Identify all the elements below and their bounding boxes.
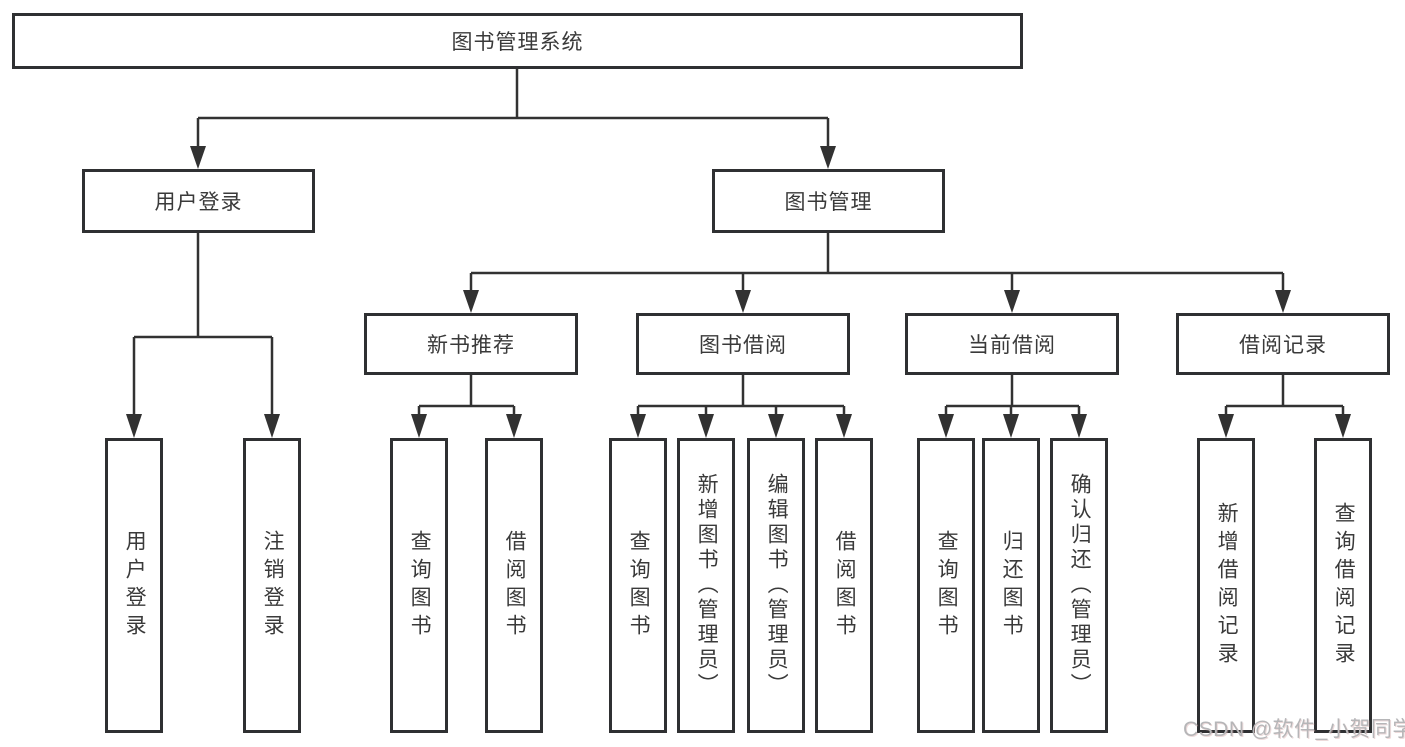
node-current-borrow: 当前借阅: [905, 313, 1119, 375]
node-book-borrow-label: 图书借阅: [699, 334, 787, 357]
node-root: 图书管理系统: [12, 13, 1023, 69]
leaf-edit-book-admin: 编辑图书（管理员）: [747, 438, 805, 733]
leaf-borrow-books-recommend-label: 借阅图书: [503, 529, 527, 642]
leaf-query-books-recommend-label: 查询图书: [408, 529, 432, 642]
leaf-add-book-admin-label: 新增图书（管理员）: [695, 473, 719, 698]
node-user-login: 用户登录: [82, 169, 315, 233]
leaf-query-borrow-record-label: 查询借阅记录: [1332, 501, 1356, 670]
leaf-query-borrow-record: 查询借阅记录: [1314, 438, 1372, 733]
node-book-management-label: 图书管理: [784, 191, 873, 214]
leaf-add-book-admin: 新增图书（管理员）: [677, 438, 735, 733]
leaf-borrow-books: 借阅图书: [815, 438, 873, 733]
connector-book-borrow-group: [636, 375, 846, 419]
connector-root-to-level2: [196, 69, 830, 150]
arrowheads: [126, 146, 1351, 438]
node-book-borrow: 图书借阅: [636, 313, 850, 375]
node-book-management: 图书管理: [712, 169, 945, 233]
leaf-return-book: 归还图书: [982, 438, 1040, 733]
watermark-text: CSDN @软件_小贺同学: [1183, 718, 1405, 741]
leaf-user-login: 用户登录: [105, 438, 163, 733]
connector-borrow-record-group: [1224, 375, 1345, 419]
connector-current-borrow-group: [944, 375, 1081, 419]
node-root-label: 图书管理系统: [451, 31, 584, 54]
leaf-edit-book-admin-label: 编辑图书（管理员）: [765, 473, 789, 698]
node-borrow-records: 借阅记录: [1176, 313, 1390, 375]
leaf-logout: 注销登录: [243, 438, 301, 733]
leaf-add-borrow-record-label: 新增借阅记录: [1215, 501, 1239, 670]
leaf-confirm-return-admin: 确认归还（管理员）: [1050, 438, 1108, 733]
connector-book-mgmt-to-level3: [469, 233, 1285, 294]
connector-new-book-group: [417, 375, 516, 419]
leaf-return-book-label: 归还图书: [1000, 529, 1024, 642]
leaf-borrow-books-recommend: 借阅图书: [485, 438, 543, 733]
leaf-user-login-label: 用户登录: [123, 529, 147, 642]
node-borrow-records-label: 借阅记录: [1239, 334, 1327, 357]
leaf-query-books-recommend: 查询图书: [390, 438, 448, 733]
leaf-confirm-return-admin-label: 确认归还（管理员）: [1068, 473, 1092, 698]
leaf-query-books-current-label: 查询图书: [935, 529, 959, 642]
leaf-query-books-borrow-label: 查询图书: [627, 529, 651, 642]
connector-user-login-to-leaves: [132, 233, 274, 419]
node-current-borrow-label: 当前借阅: [968, 334, 1056, 357]
node-user-login-label: 用户登录: [154, 191, 243, 214]
leaf-add-borrow-record: 新增借阅记录: [1197, 438, 1255, 733]
node-new-book-recommend: 新书推荐: [364, 313, 578, 375]
node-new-book-recommend-label: 新书推荐: [427, 334, 515, 357]
leaf-logout-label: 注销登录: [261, 529, 285, 642]
leaf-query-books-borrow: 查询图书: [609, 438, 667, 733]
leaf-query-books-current: 查询图书: [917, 438, 975, 733]
leaf-borrow-books-label: 借阅图书: [833, 529, 857, 642]
